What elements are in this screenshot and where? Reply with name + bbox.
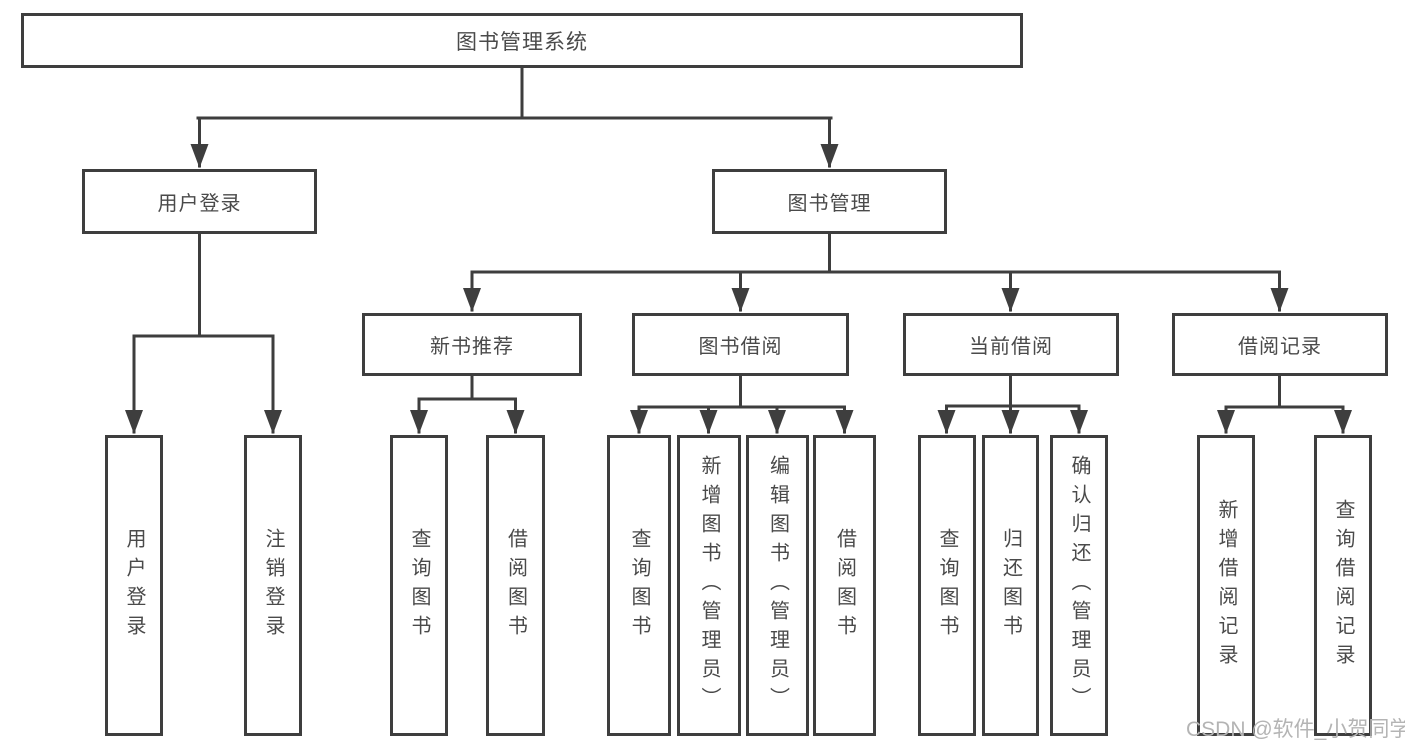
node-current-borrowing: 当前借阅 (903, 313, 1119, 376)
node-book-borrowing: 图书借阅 (632, 313, 849, 376)
arrowheads (125, 144, 1352, 434)
watermark: CSDN @软件_小贺同学 (1186, 718, 1405, 741)
leaf-label: 查询图书 (936, 527, 958, 644)
node-new-book-recommendation: 新书推荐 (362, 313, 582, 376)
leaf-label: 归还图书 (999, 527, 1022, 644)
leaf-label: 查询借阅记录 (1332, 498, 1354, 673)
leaf-query-books: 查询图书 (607, 435, 671, 736)
leaf-user-login: 用户登录 (105, 435, 163, 736)
leaf-query-books: 查询图书 (918, 435, 976, 736)
leaf-label: 确认归还（管理员） (1068, 455, 1090, 716)
leaf-label: 编辑图书（管理员） (766, 455, 789, 716)
leaf-label: 用户登录 (123, 527, 145, 644)
leaf-label: 注销登录 (262, 527, 284, 644)
leaf-label: 新增借阅记录 (1215, 498, 1237, 673)
node-book-management-branch: 图书管理 (712, 169, 947, 234)
leaf-borrow-books: 借阅图书 (486, 435, 545, 736)
node-user-login-branch: 用户登录 (82, 169, 317, 234)
leaf-borrow-books: 借阅图书 (813, 435, 876, 736)
node-library-management-system: 图书管理系统 (21, 13, 1023, 68)
leaf-edit-books-admin: 编辑图书（管理员） (746, 435, 809, 736)
leaf-query-borrow-record: 查询借阅记录 (1314, 435, 1372, 736)
leaf-confirm-return-admin: 确认归还（管理员） (1050, 435, 1108, 736)
leaf-add-books-admin: 新增图书（管理员） (677, 435, 741, 736)
leaf-label: 新增图书（管理员） (698, 455, 720, 716)
leaf-label: 借阅图书 (833, 527, 856, 644)
leaf-query-books: 查询图书 (390, 435, 448, 736)
leaf-label: 借阅图书 (504, 527, 527, 644)
leaf-return-books: 归还图书 (982, 435, 1039, 736)
leaf-label: 查询图书 (408, 527, 430, 644)
leaf-label: 查询图书 (628, 527, 650, 644)
node-borrowing-records: 借阅记录 (1172, 313, 1388, 376)
leaf-add-borrow-record: 新增借阅记录 (1197, 435, 1255, 736)
leaf-logout: 注销登录 (244, 435, 302, 736)
